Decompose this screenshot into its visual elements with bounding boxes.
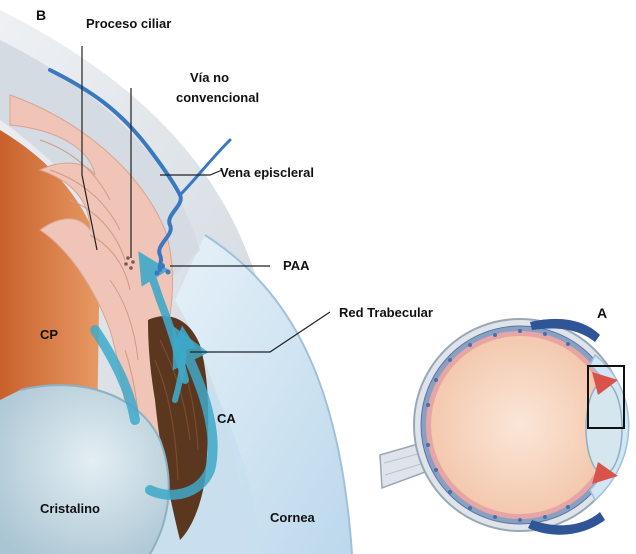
label-ciliary-process: Proceso ciliar bbox=[86, 16, 171, 31]
label-anterior-chamber: CA bbox=[217, 411, 236, 426]
eye-vitreous bbox=[431, 336, 609, 514]
panel-b-illustration: B Proceso ciliar Vía no convencional Ven… bbox=[0, 7, 433, 554]
panel-a-label: A bbox=[597, 305, 607, 321]
label-posterior-chamber: CP bbox=[40, 327, 58, 342]
label-episcleral-vein: Vena episcleral bbox=[220, 165, 314, 180]
label-paa: PAA bbox=[283, 258, 310, 273]
label-trabecular-meshwork: Red Trabecular bbox=[339, 305, 433, 320]
panel-b-label: B bbox=[36, 7, 46, 23]
label-lens: Cristalino bbox=[40, 501, 100, 516]
label-cornea: Cornea bbox=[270, 510, 316, 525]
panel-a-illustration: A bbox=[380, 305, 629, 535]
label-unconventional-path-2: convencional bbox=[176, 90, 259, 105]
label-unconventional-path-1: Vía no bbox=[190, 70, 229, 85]
